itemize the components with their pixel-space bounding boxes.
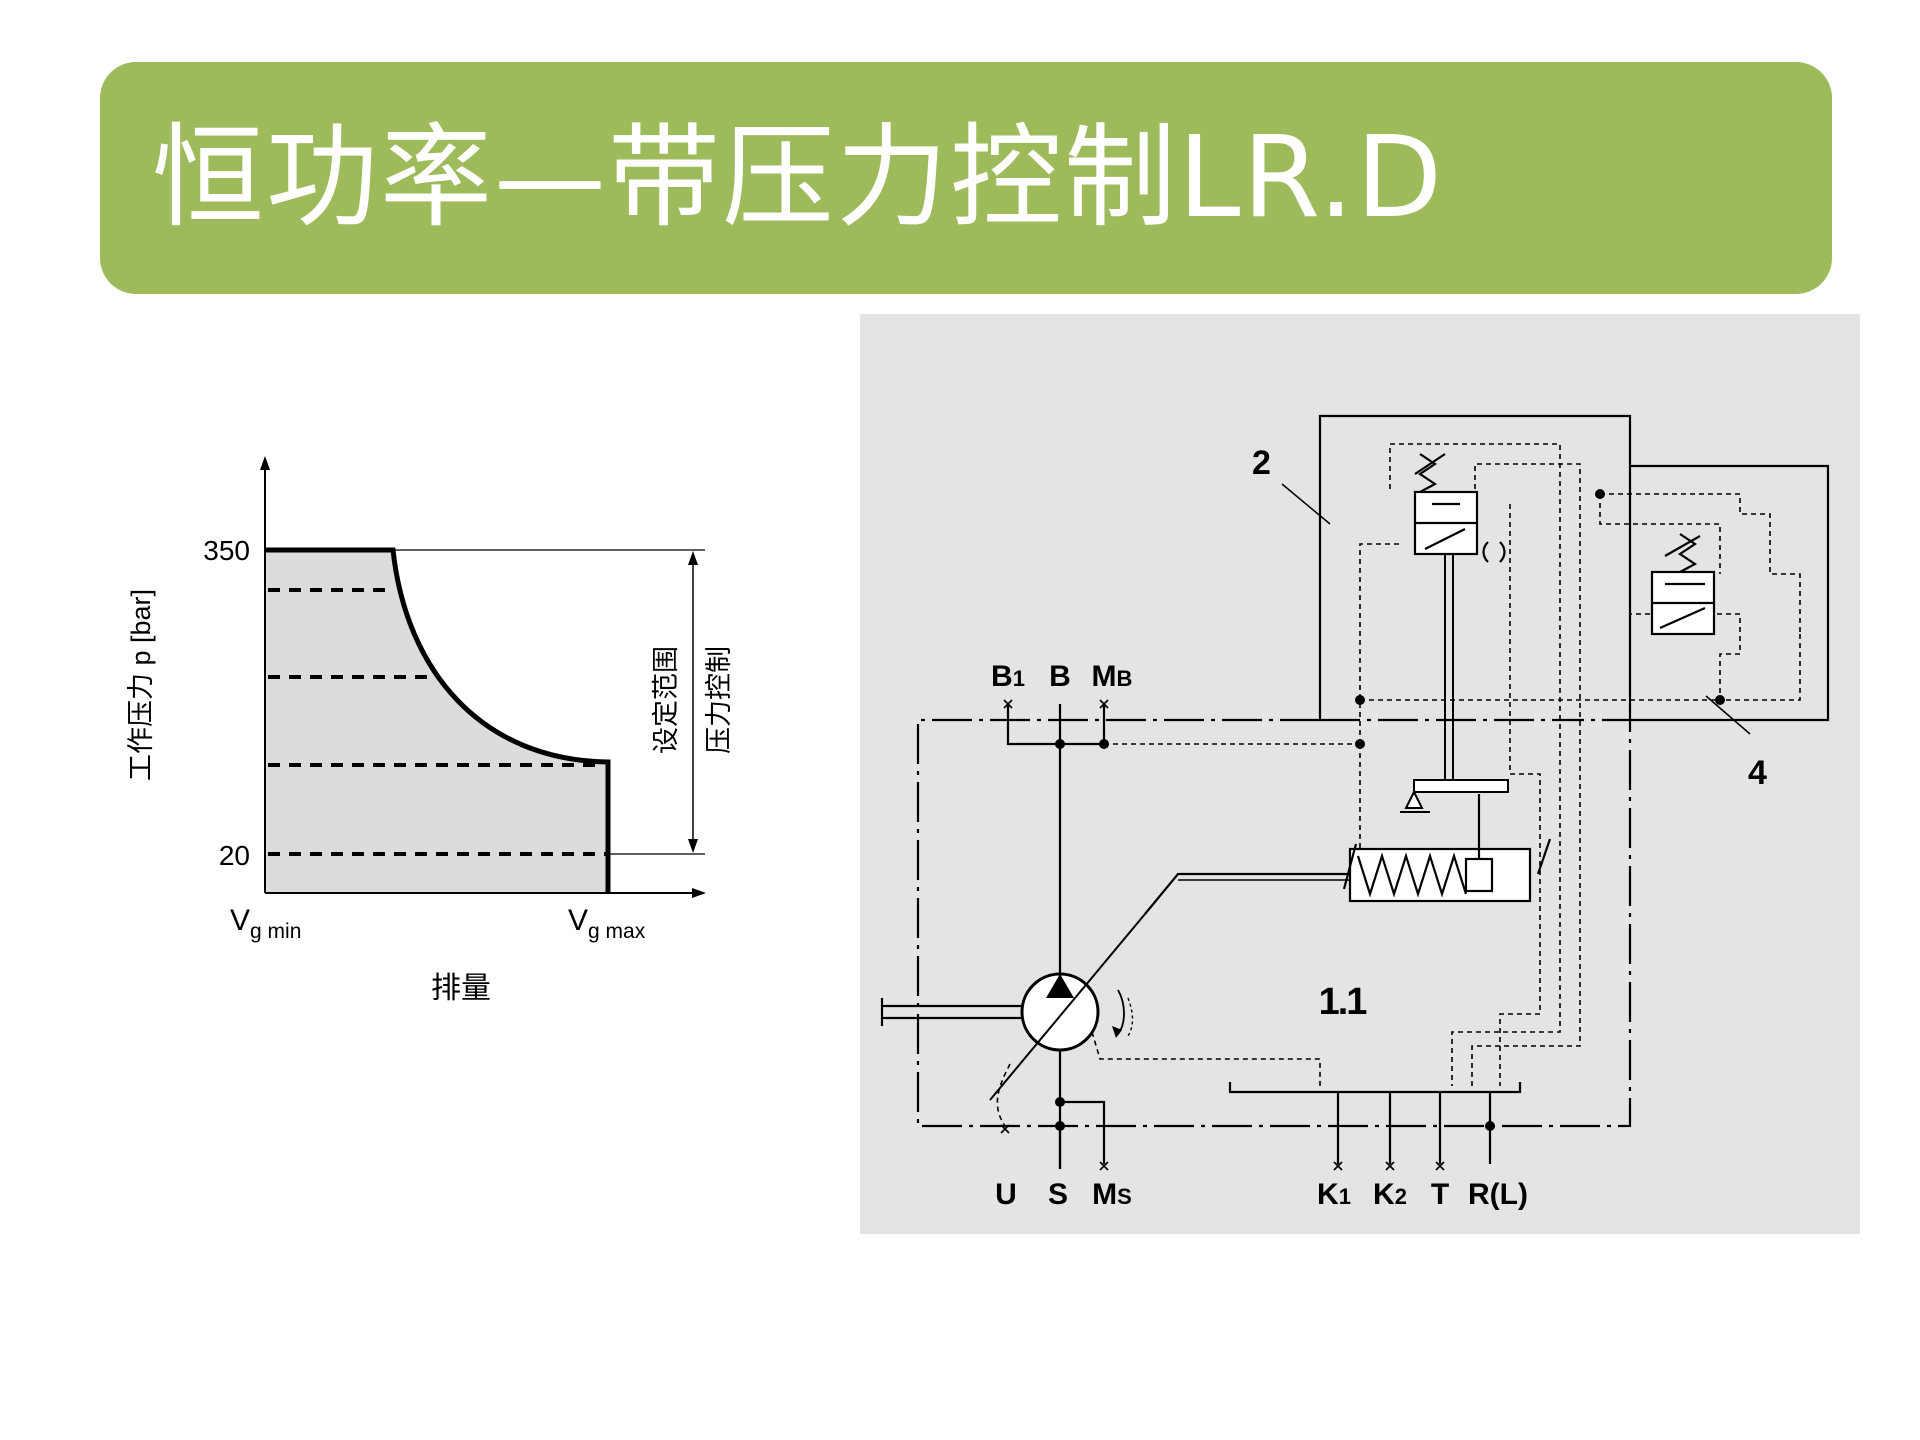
y-tick-350: 350 — [203, 535, 250, 566]
range-arrow-top — [688, 551, 698, 565]
junction-dots — [1055, 489, 1725, 1131]
range-arrow-bottom — [688, 839, 698, 853]
range-label-setting: 设定范围 — [651, 646, 681, 754]
power-curve-fill — [265, 550, 608, 893]
port-label-b1: B1 — [991, 660, 1025, 693]
leader-2 — [1281, 483, 1331, 525]
valve-block-2-outline — [1318, 414, 1632, 720]
pump-housing-boundary — [916, 718, 1632, 1128]
port-label-k1: K1 — [1317, 1178, 1351, 1211]
power-curve — [265, 547, 611, 893]
drive-shaft — [880, 998, 1022, 1026]
y-axis-label: 工作压力 p [bar] — [126, 589, 156, 781]
x-axis-label: 排量 — [431, 972, 491, 1005]
x-tick-max: Vg max — [568, 904, 646, 943]
pressure-lever — [1400, 554, 1509, 813]
stroking-cylinder — [1342, 794, 1552, 903]
power-curve-chart: 350 20 Vg min Vg max 排量 工作压力 p [bar] 设定范… — [126, 456, 734, 1005]
port-label-b: B — [1049, 660, 1071, 693]
port-label-k2: K2 — [1373, 1178, 1407, 1211]
port-label-u: U — [995, 1178, 1017, 1211]
port-label-mb: MB — [1092, 660, 1133, 693]
pump-symbol — [989, 872, 1350, 1101]
x-tick-min: Vg min — [230, 904, 301, 943]
label-component-4: 4 — [1748, 754, 1767, 792]
valve-2 — [1413, 453, 1506, 563]
page-title: 恒功率—带压力控制LR.D — [152, 113, 1445, 243]
y-axis-arrow — [260, 456, 270, 470]
valve-4 — [1650, 533, 1716, 636]
title-banner: 恒功率—带压力控制LR.D — [100, 62, 1832, 294]
leader-4 — [1705, 695, 1751, 735]
port-label-rl: R(L) — [1468, 1178, 1528, 1211]
x-axis-arrow — [692, 888, 706, 898]
range-label-pressure: 压力控制 — [704, 646, 734, 754]
hydraulic-schematic: 2 4 1.1 B1 B MB U S MS K1 K2 T R(L) — [860, 314, 1860, 1234]
port-label-s: S — [1048, 1178, 1068, 1211]
valve-block-4-outline — [1630, 464, 1830, 722]
y-tick-20: 20 — [219, 840, 250, 871]
port-markers — [1000, 699, 1445, 1171]
port-label-t: T — [1431, 1178, 1449, 1211]
dashed-pressure-levels — [268, 588, 606, 856]
pilot-lines — [996, 443, 1801, 1127]
port-label-ms: MS — [1092, 1178, 1132, 1211]
label-component-2: 2 — [1252, 444, 1271, 482]
label-component-1-1: 1.1 — [1319, 981, 1368, 1023]
